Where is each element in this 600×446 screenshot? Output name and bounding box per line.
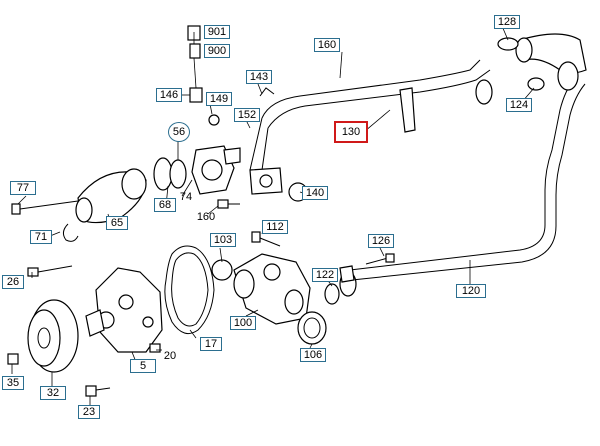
- callout-77[interactable]: 77: [10, 181, 36, 195]
- bolt-160-lower: [217, 199, 240, 209]
- callout-160-upper[interactable]: 160: [314, 38, 340, 52]
- callout-130-selected[interactable]: 130: [334, 121, 368, 143]
- callout-143[interactable]: 143: [246, 70, 272, 84]
- callout-35[interactable]: 35: [2, 376, 24, 390]
- callout-103[interactable]: 103: [210, 233, 236, 247]
- callout-160-lower[interactable]: 160: [196, 211, 216, 223]
- callout-20[interactable]: 20: [163, 350, 177, 362]
- callout-68[interactable]: 68: [154, 198, 176, 212]
- thermostat: [153, 145, 241, 195]
- callout-126[interactable]: 126: [368, 234, 394, 248]
- gasket: [164, 245, 215, 335]
- callout-901[interactable]: 901: [204, 25, 230, 39]
- callout-152[interactable]: 152: [234, 108, 260, 122]
- pipe-flange: [249, 167, 308, 202]
- water-pump: [85, 267, 163, 353]
- callout-26[interactable]: 26: [2, 275, 24, 289]
- bolt-23: [85, 385, 111, 397]
- coolant-pipe: [349, 77, 586, 281]
- bolt-35: [7, 353, 19, 365]
- callout-65[interactable]: 65: [106, 216, 128, 230]
- callout-900[interactable]: 900: [204, 44, 230, 58]
- bolt-126: [365, 253, 395, 265]
- callout-100[interactable]: 100: [230, 316, 256, 330]
- bypass-pipe: [249, 59, 493, 171]
- callout-32[interactable]: 32: [40, 386, 66, 400]
- upper-hose: [497, 33, 587, 91]
- pipe-end-seal: [324, 265, 357, 305]
- callout-23[interactable]: 23: [78, 405, 100, 419]
- seal-ring-103: [211, 259, 233, 281]
- bolt-77: [11, 200, 79, 215]
- callout-122[interactable]: 122: [312, 268, 338, 282]
- callout-71[interactable]: 71: [30, 230, 52, 244]
- callout-112[interactable]: 112: [262, 220, 288, 234]
- callout-56[interactable]: 56: [168, 122, 190, 142]
- inlet-pipe: [62, 168, 147, 242]
- callout-128[interactable]: 128: [494, 15, 520, 29]
- pulley: [27, 299, 79, 373]
- seal-ring-106: [297, 311, 327, 345]
- callout-140[interactable]: 140: [302, 186, 328, 200]
- callout-120[interactable]: 120: [456, 284, 486, 298]
- callout-106[interactable]: 106: [300, 348, 326, 362]
- callout-17[interactable]: 17: [200, 337, 222, 351]
- callout-124[interactable]: 124: [506, 98, 532, 112]
- bolt-26: [27, 265, 73, 277]
- callout-146[interactable]: 146: [156, 88, 182, 102]
- callout-5[interactable]: 5: [130, 359, 156, 373]
- callout-149[interactable]: 149: [206, 92, 232, 106]
- bolt-112: [251, 231, 281, 247]
- coolant-housing: [233, 253, 311, 325]
- callout-74[interactable]: 74: [179, 191, 193, 203]
- pin-20: [149, 343, 161, 353]
